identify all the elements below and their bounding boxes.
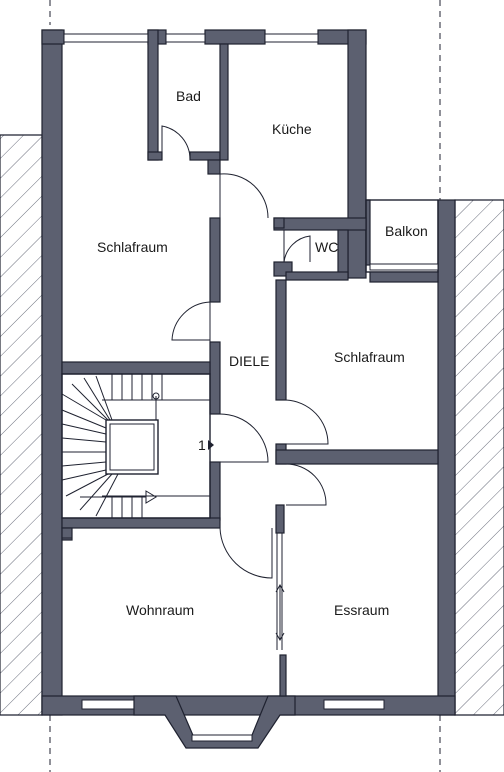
room-label-wohnraum: Wohnraum	[126, 602, 194, 618]
room-label-bad: Bad	[176, 88, 201, 104]
room-label-schlafraum-right: Schlafraum	[334, 349, 405, 365]
bay-window	[133, 695, 296, 749]
neighbor-building-left	[0, 134, 43, 716]
room-label-essraum: Essraum	[334, 602, 389, 618]
stair-marker-label: 1	[198, 437, 206, 453]
staircase	[61, 373, 211, 519]
room-label-balkon: Balkon	[385, 223, 428, 239]
room-label-wc: WC	[315, 239, 338, 255]
neighbor-building-right	[454, 199, 504, 716]
stair-marker: 1	[198, 437, 214, 453]
room-label-diele: DIELE	[229, 353, 269, 369]
interior-walls	[61, 29, 439, 697]
pillar	[61, 527, 73, 539]
windows-top	[63, 33, 319, 43]
room-label-kueche: Küche	[272, 121, 312, 137]
sliding-door	[275, 533, 285, 650]
room-label-schlafraum-left: Schlafraum	[97, 239, 168, 255]
door-swings	[161, 125, 329, 579]
